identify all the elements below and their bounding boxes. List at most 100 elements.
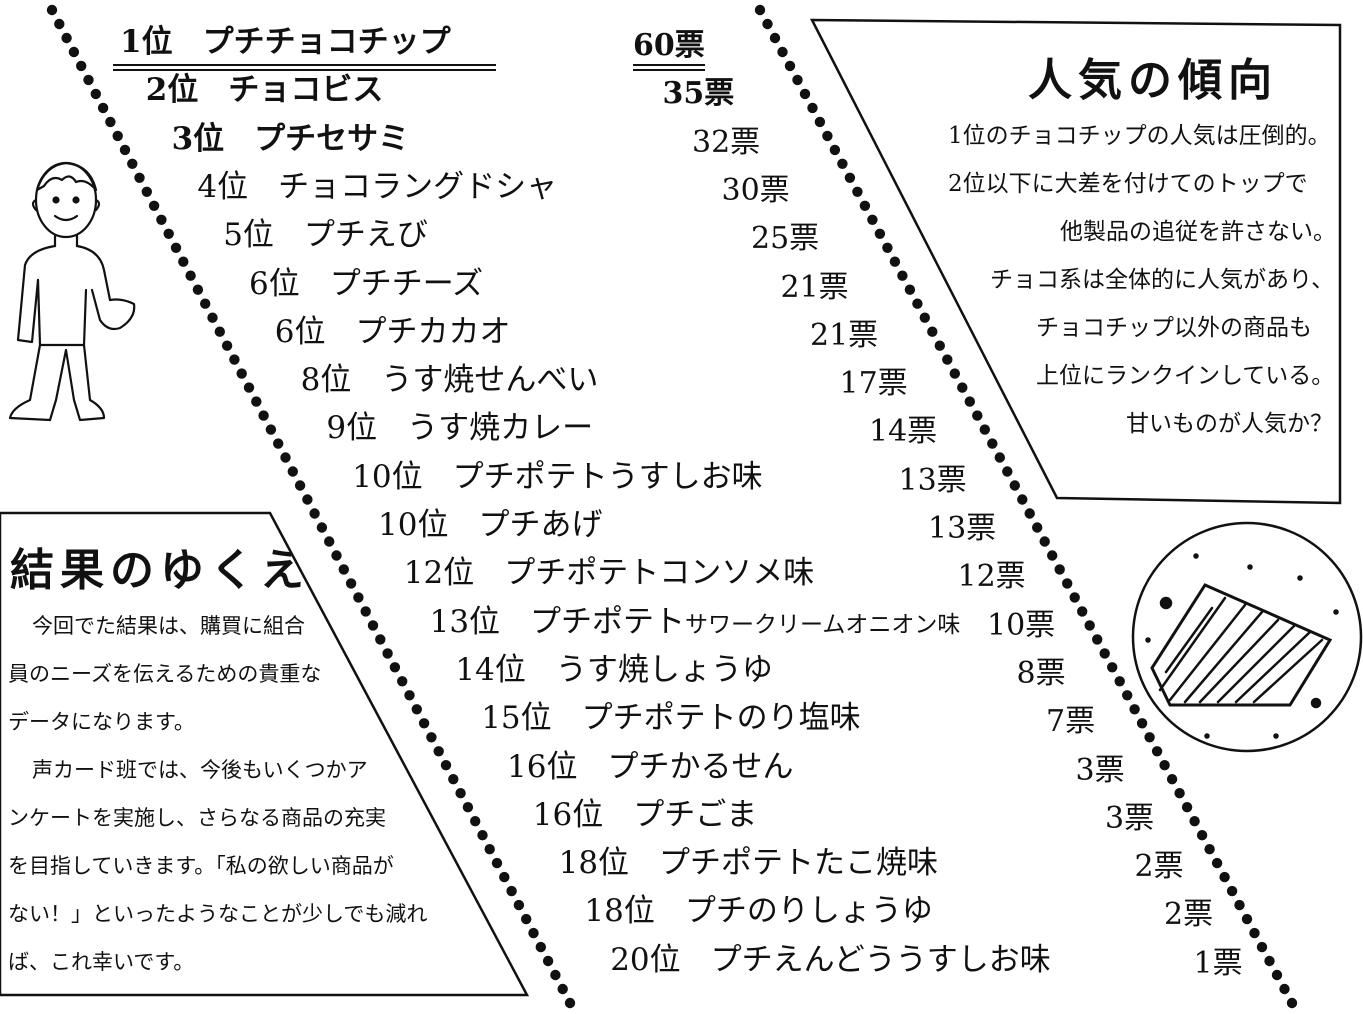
ranking-rank: 6位: [274, 313, 326, 350]
ranking-product-name: プチカカオ: [355, 313, 511, 350]
divider-dot: [397, 676, 408, 687]
divider-dot: [1054, 564, 1065, 575]
ranking-row: 12位プチポテトコンソメ味: [404, 555, 814, 591]
ranking-product-name: チョコラングドシャ: [278, 168, 558, 205]
divider-dot: [1024, 508, 1035, 519]
divider-dot: [867, 214, 878, 225]
divider-dot: [367, 620, 379, 631]
divider-dot: [251, 396, 262, 407]
divider-dot: [119, 144, 131, 156]
ranking-row: 3位プチセサミ: [172, 121, 410, 157]
divider-dot: [542, 955, 554, 967]
first-place-votes-underline: [633, 69, 705, 71]
divider-dot: [178, 256, 189, 267]
ranking-votes: 17票: [839, 366, 908, 402]
divider-dot: [1047, 550, 1058, 561]
person-illustration: [8, 161, 136, 422]
divider-dot: [1039, 536, 1050, 547]
ranking-row: 5位プチえび: [223, 217, 428, 253]
ranking-votes: 12票: [957, 559, 1026, 595]
divider-dot: [528, 927, 539, 939]
divider-dot: [964, 396, 975, 407]
ranking-votes: 32票: [692, 124, 761, 160]
ranking-product-name: プチえんどううすしお味: [710, 941, 1051, 978]
divider-dot: [837, 158, 848, 169]
snack-illustration: [1131, 521, 1363, 753]
divider-dot: [807, 102, 818, 114]
divider-dot: [882, 242, 893, 253]
divider-dot: [433, 746, 444, 757]
divider-dot: [822, 130, 833, 142]
divider-dot: [1189, 816, 1200, 827]
ranking-row: 6位プチチーズ: [249, 266, 483, 302]
divider-dot: [912, 298, 923, 309]
result-line: 今回でた結果は、購買に組合: [32, 614, 305, 638]
divider-dot: [564, 997, 576, 1009]
divider-dot: [972, 410, 983, 421]
divider-dot: [1151, 746, 1163, 757]
ranking-product-name: プチえび: [303, 217, 428, 254]
ranking-row: 6位プチカカオ: [275, 314, 511, 350]
divider-dot: [105, 116, 116, 128]
ranking-votes: 21票: [780, 269, 849, 305]
divider-dot: [1241, 913, 1253, 925]
ranking-row: 8位うす焼せんべい: [301, 362, 599, 398]
divider-dot: [769, 32, 781, 44]
divider-dot: [934, 340, 945, 351]
divider-dot: [777, 46, 788, 58]
divider-dot: [455, 788, 466, 799]
divider-dot: [979, 424, 990, 435]
divider-dot: [426, 732, 437, 743]
ranking-product-name: チョコビス: [228, 72, 384, 109]
ranking-rank: 1位: [120, 24, 173, 60]
divider-dot: [1032, 522, 1043, 533]
divider-dot: [1114, 676, 1125, 687]
trend-line: 2位以下に大差を付けてのトップで: [948, 171, 1308, 197]
ranking-rank: 20位: [610, 941, 681, 978]
divider-dot: [1249, 927, 1260, 939]
ranking-rank: 5位: [223, 217, 274, 254]
ranking-product-name: プチポテトコンソメ味: [504, 555, 815, 592]
divider-dot: [1136, 718, 1148, 729]
result-line: を目指していきます。「私の欲しい商品が: [8, 854, 394, 878]
ranking-row: 16位プチごま: [533, 797, 757, 833]
divider-dot: [491, 857, 503, 869]
ranking-row: 14位うす焼しょうゆ: [455, 652, 772, 688]
divider-dot: [192, 284, 204, 295]
divider-dot: [484, 844, 495, 855]
ranking-rank: 2位: [145, 72, 199, 109]
ranking-row: 9位うす焼カレー: [326, 410, 593, 446]
divider-dot: [229, 354, 240, 365]
divider-dot: [949, 368, 960, 379]
divider-dot: [316, 522, 328, 533]
divider-dot: [462, 802, 474, 813]
ranking-row: 1位プチチョコチップ: [120, 24, 451, 60]
result-line: 声カード班では、今後もいくつかア: [32, 758, 368, 782]
divider-dot: [829, 144, 841, 156]
ranking-votes: 3票: [1075, 752, 1125, 788]
divider-dot: [919, 312, 930, 323]
ranking-votes: 30票: [721, 172, 790, 208]
ranking-votes: 14票: [869, 414, 938, 450]
divider-dot: [280, 452, 291, 463]
divider-dot: [499, 871, 510, 883]
ranking-votes: 1票: [1193, 945, 1243, 981]
divider-dot: [294, 480, 306, 491]
divider-dot: [957, 382, 968, 393]
ranking-row: 10位プチあげ: [378, 507, 602, 543]
trend-line: チョコチップ以外の商品も: [1036, 315, 1312, 341]
divider-dot: [1286, 997, 1298, 1009]
divider-dot: [897, 270, 908, 281]
divider-dot: [1122, 690, 1133, 701]
divider-dot: [1092, 634, 1103, 645]
divider-dot: [185, 270, 196, 281]
divider-dot: [1062, 578, 1073, 589]
divider-dot: [852, 186, 863, 197]
result-line: データになります。: [8, 710, 195, 734]
divider-dot: [68, 46, 80, 58]
divider-dot: [61, 32, 72, 44]
ranking-votes: 21票: [810, 317, 879, 353]
divider-dot: [353, 592, 364, 603]
divider-dot: [1219, 871, 1230, 883]
